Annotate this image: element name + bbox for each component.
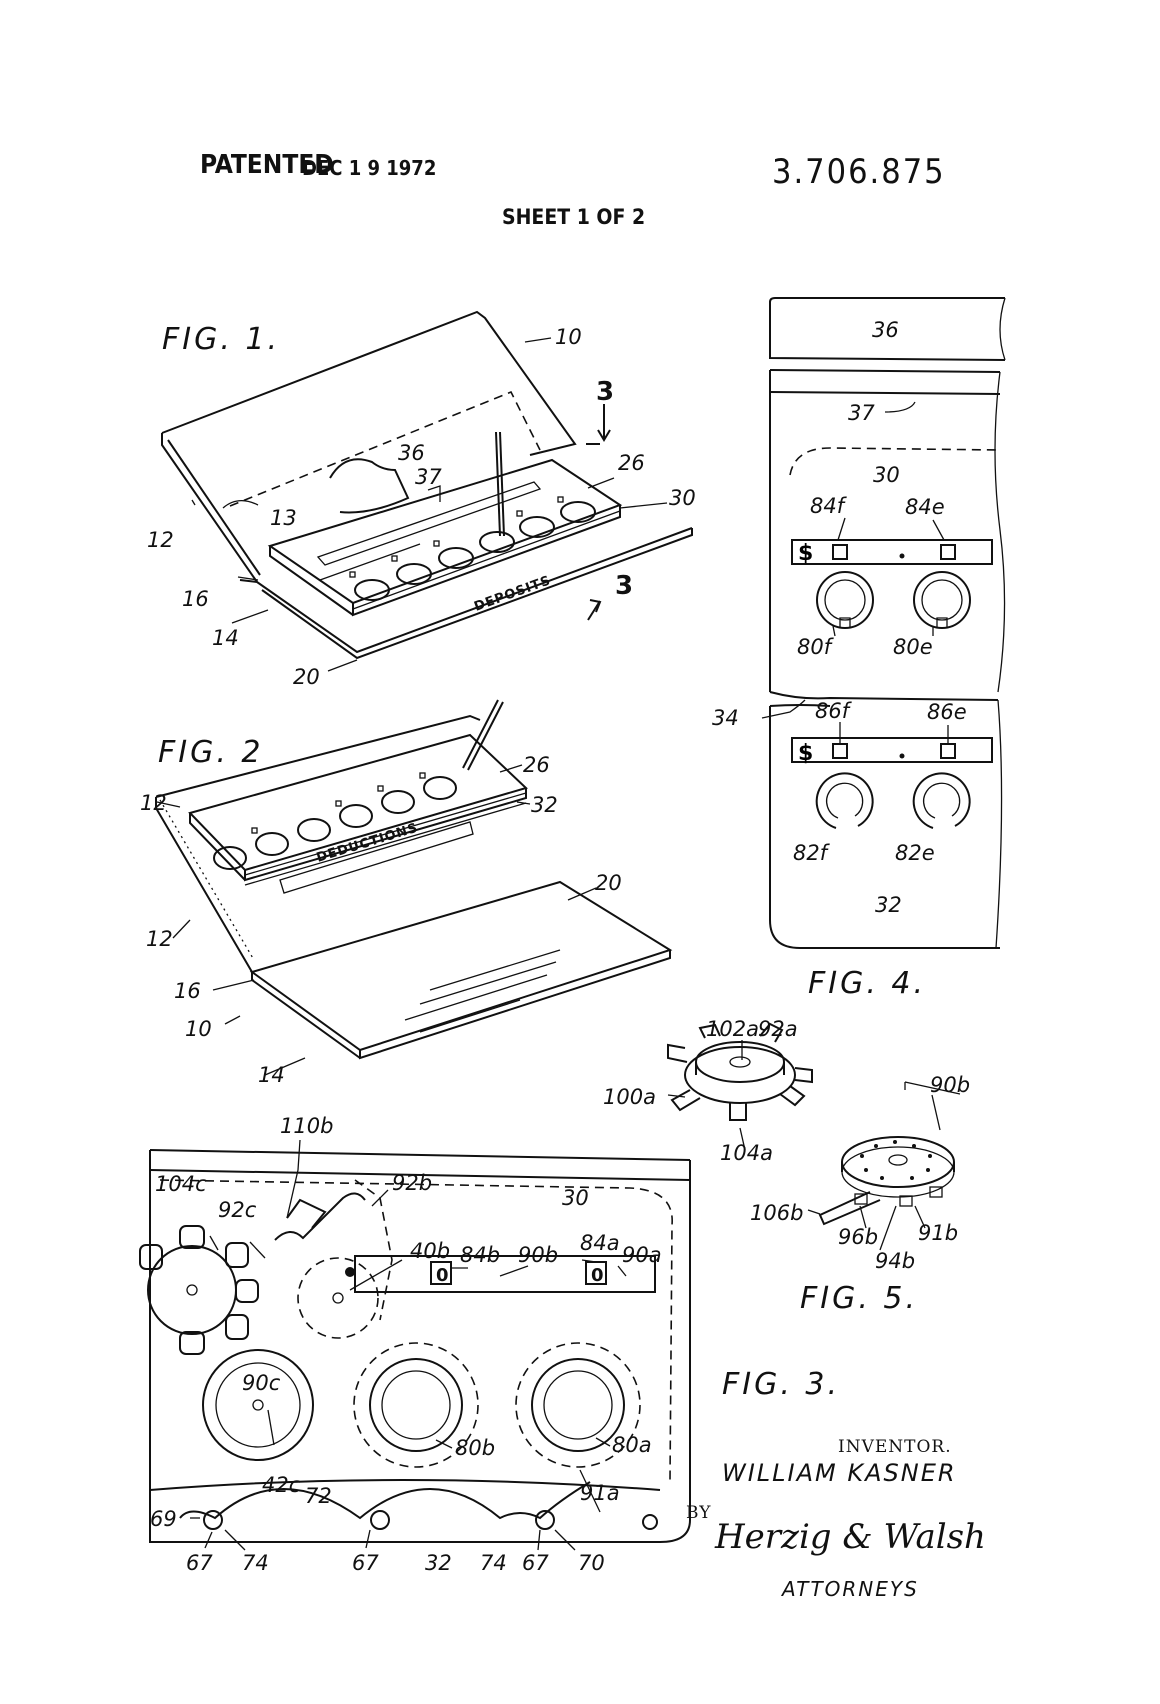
fig2-label-10: 10 — [185, 1017, 212, 1041]
fig3-label-80a: 80a — [612, 1433, 652, 1457]
fig3-label-30: 30 — [562, 1186, 589, 1210]
fig4-label-37: 37 — [848, 401, 875, 425]
fig1-drawing — [161, 310, 693, 672]
fig1-label-13: 13 — [270, 506, 297, 530]
fig5-drawing — [667, 1022, 961, 1251]
fig4-label-80e: 80e — [893, 635, 933, 659]
fig1-label-14: 14 — [212, 626, 239, 650]
fig2-label-14: 14 — [258, 1063, 285, 1087]
fig1-label-10: 10 — [555, 325, 582, 349]
patent-number: 3.706.875 — [772, 152, 946, 192]
attorney-signature: Herzig & Walsh — [714, 1517, 986, 1557]
deposits-caption: DEPOSITS — [472, 573, 553, 615]
fig2-label-12-top: 12 — [140, 791, 167, 815]
fig3-label-91a: 91a — [580, 1481, 620, 1505]
fig5-label-96b: 96b — [838, 1225, 878, 1249]
fig3-label-67-b: 67 — [352, 1551, 379, 1575]
fig3-label-90c: 90c — [242, 1371, 281, 1395]
fig5-label-94b: 94b — [875, 1249, 915, 1273]
fig3-label-92b: 92b — [392, 1171, 432, 1195]
fig5-label-104a: 104a — [720, 1141, 773, 1165]
fig3-label-72: 72 — [305, 1484, 332, 1508]
fig3-label-70: 70 — [578, 1551, 605, 1575]
fig3-label-104c: 104c — [155, 1172, 207, 1196]
fig3-label-40b: 40b — [410, 1239, 450, 1263]
fig4-label-32: 32 — [875, 893, 902, 917]
fig1-label-3-bottom: 3 — [615, 571, 633, 601]
inventor-name: WILLIAM KASNER — [722, 1459, 957, 1487]
fig2-label-12-bottom: 12 — [146, 927, 173, 951]
fig3-caption: FIG. 3. — [722, 1367, 840, 1402]
fig1-label-3-top: 3 — [596, 377, 614, 407]
fig1-label-37: 37 — [415, 465, 442, 489]
fig4-label-86e: 86e — [927, 700, 967, 724]
sheet-indicator: SHEET 1 OF 2 — [502, 205, 646, 229]
fig4-label-80f: 80f — [797, 635, 835, 659]
fig3-label-84b: 84b — [460, 1243, 500, 1267]
fig3-label-90a: 90a — [622, 1243, 662, 1267]
fig4-label-84e: 84e — [905, 495, 945, 519]
fig3-labels: 110b 92b 104c 92c 30 40b 84b 90b 84a 90a… — [150, 1114, 840, 1575]
fig4-label-82f: 82f — [793, 841, 831, 865]
fig4-label-82e: 82e — [895, 841, 935, 865]
fig3-label-92c: 92c — [218, 1198, 257, 1222]
fig4-drawing — [761, 297, 1006, 949]
fig3-label-67-c: 67 — [522, 1551, 549, 1575]
svg-text:0: 0 — [436, 1265, 449, 1286]
fig1-label-20: 20 — [293, 665, 320, 689]
fig4-labels: 36 37 30 84f 84e $ $ 80f 80e 34 86f 86e … — [712, 318, 967, 1001]
fig5-caption: FIG. 5. — [800, 1281, 918, 1316]
inventor-label: INVENTOR. — [838, 1437, 952, 1457]
fig4-dollar-upper: $ — [798, 541, 813, 566]
fig2-label-26: 26 — [523, 753, 550, 777]
fig5-labels: 102a 92a 90b 100a 104a 106b 96b 91b 94b … — [603, 1017, 970, 1316]
svg-text:0: 0 — [591, 1265, 604, 1286]
fig2-caption: FIG. 2 — [158, 735, 264, 770]
fig3-label-32: 32 — [425, 1551, 452, 1575]
fig1-label-26: 26 — [618, 451, 645, 475]
fig1-caption: FIG. 1. — [162, 322, 280, 357]
fig4-label-36: 36 — [872, 318, 899, 342]
fig3-label-90b: 90b — [518, 1243, 558, 1267]
fig3-label-110b: 110b — [280, 1114, 333, 1138]
fig3-label-67-a: 67 — [186, 1551, 213, 1575]
patent-date: DEC 1 9 1972 — [302, 156, 437, 180]
fig4-label-86f: 86f — [815, 699, 853, 723]
fig2-drawing — [155, 699, 673, 1076]
signature-block: INVENTOR. WILLIAM KASNER BY Herzig & Wal… — [686, 1437, 986, 1601]
fig5-label-91b: 91b — [918, 1221, 958, 1245]
fig4-dollar-lower: $ — [798, 741, 813, 766]
fig3-label-42c: 42c — [262, 1473, 301, 1497]
by-label: BY — [686, 1503, 711, 1523]
fig1-label-12: 12 — [147, 528, 174, 552]
fig4-label-84f: 84f — [810, 494, 848, 518]
fig1-label-36: 36 — [398, 441, 425, 465]
fig3-drawing: 0 0 — [139, 1139, 691, 1551]
fig5-label-100a: 100a — [603, 1085, 656, 1109]
fig4-label-30: 30 — [873, 463, 900, 487]
fig4-label-34: 34 — [712, 706, 739, 730]
fig5-label-102a: 102a — [706, 1017, 759, 1041]
fig4-caption: FIG. 4. — [808, 966, 926, 1001]
fig5-label-90b: 90b — [930, 1073, 970, 1097]
fig3-label-74-b: 74 — [480, 1551, 507, 1575]
fig5-label-92a: 92a — [758, 1017, 798, 1041]
fig1-label-16: 16 — [182, 587, 209, 611]
fig5-label-106b: 106b — [750, 1201, 803, 1225]
fig3-label-69: 69 — [150, 1507, 177, 1531]
fig2-labels: FIG. 2 DEDUCTIONS 12 26 32 12 20 16 10 1… — [140, 735, 622, 1087]
fig2-label-20: 20 — [595, 871, 622, 895]
fig1-label-30: 30 — [669, 486, 696, 510]
fig3-label-84a: 84a — [580, 1231, 620, 1255]
fig3-label-80b: 80b — [455, 1436, 495, 1460]
patented-label: PATENTED — [200, 150, 334, 180]
attorneys-label: ATTORNEYS — [780, 1577, 919, 1601]
fig2-label-32: 32 — [531, 793, 558, 817]
fig2-label-16: 16 — [174, 979, 201, 1003]
fig3-label-74-a: 74 — [242, 1551, 269, 1575]
